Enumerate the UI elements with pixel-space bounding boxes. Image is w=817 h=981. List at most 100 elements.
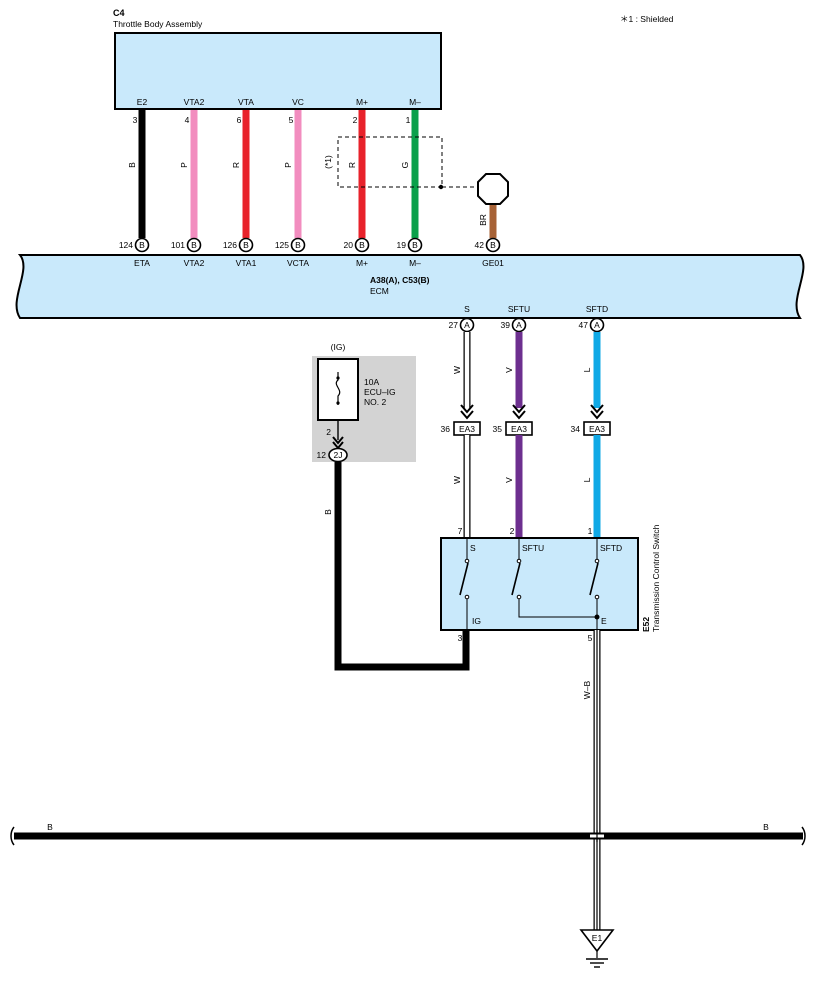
ecm-pin-label: SFTU <box>508 304 530 314</box>
throttle-pin-label: VTA <box>238 97 254 107</box>
ground-triangle <box>579 929 615 953</box>
ea3-label: EA3 <box>589 424 605 434</box>
switch-contact <box>589 562 599 596</box>
ground-wire-label: W–B <box>582 680 592 699</box>
ecm-connector <box>511 317 527 333</box>
throttle-pin-label: M– <box>409 97 421 107</box>
ecm-pin-label: GE01 <box>482 258 504 268</box>
switch-contact <box>459 562 469 596</box>
shield-dot <box>438 184 444 190</box>
switch-pin-label: S <box>470 543 476 553</box>
ecm-upper-pins: B 124 ETA B 101 VTA2 B 126 VTA1 B 125 VC… <box>119 237 504 268</box>
top-wires <box>138 110 497 238</box>
ecm-connector-letter: A <box>594 320 600 330</box>
throttle-pin-label: VC <box>292 97 304 107</box>
ecm-pin-label: VTA1 <box>236 258 257 268</box>
chevron <box>460 404 474 414</box>
ecm-connector <box>134 237 150 253</box>
ecm-pin-label: ETA <box>134 258 150 268</box>
throttle-name: Throttle Body Assembly <box>113 19 203 29</box>
wire-color-label: G <box>400 162 410 169</box>
throttle-pin-num: 6 <box>237 115 242 125</box>
top-wire-colors: B P R P R G BR <box>127 162 488 226</box>
ecm-connector-letter: B <box>295 240 301 250</box>
ea3-pin-num: 34 <box>571 424 581 434</box>
ecm-connector <box>238 237 254 253</box>
shield-label: (*1) <box>323 155 333 169</box>
wire-color-label: L <box>582 477 592 482</box>
ecm-pin-num: 27 <box>449 320 459 330</box>
ea3-pin-num: 36 <box>441 424 451 434</box>
ecm-connector-letter: A <box>464 320 470 330</box>
wire-color-label: L <box>582 367 592 372</box>
bus-bar: B B <box>10 822 806 846</box>
throttle-pin-num: 3 <box>133 115 138 125</box>
ecm-pin-label: S <box>464 304 470 314</box>
switch-e-label: E <box>601 616 607 626</box>
wire-ig <box>334 462 470 671</box>
ground-label: E1 <box>592 933 603 943</box>
wire-color-label: BR <box>478 214 488 226</box>
throttle-code: C4 <box>113 8 125 18</box>
fuse-box <box>317 358 359 421</box>
chevron <box>590 410 604 420</box>
wire-color-label: W <box>452 476 462 484</box>
throttle-pin-label: VTA2 <box>184 97 205 107</box>
ecm-connector <box>589 317 605 333</box>
ecm-connector-letter: B <box>139 240 145 250</box>
ecm-pin-num: 126 <box>223 240 237 250</box>
ecm-pin-num: 125 <box>275 240 289 250</box>
ecm-connector-letter: B <box>359 240 365 250</box>
switch-pin-num: 1 <box>588 526 593 536</box>
switch-pin-label: SFTU <box>522 543 544 553</box>
ecm-connector-letter: A <box>516 320 522 330</box>
throttle-pin-num: 2 <box>353 115 358 125</box>
ground-e1: E1 <box>579 929 615 968</box>
wire-color-label: V <box>504 477 514 483</box>
shield: (*1) <box>323 136 509 205</box>
fuse-connector <box>328 447 348 463</box>
ecm-pin-label: SFTD <box>586 304 608 314</box>
ecm-connector-letter: B <box>243 240 249 250</box>
fuse-connector-num: 12 <box>317 450 327 460</box>
ecm-code: A38(A), C53(B) <box>370 275 430 285</box>
wire-color-label: R <box>347 162 357 168</box>
wire-color-label: P <box>283 162 293 168</box>
fuse-rating: 10A <box>364 377 379 387</box>
switch-code: E52 <box>641 617 651 632</box>
chevron <box>460 410 474 420</box>
throttle-pin-label: E2 <box>137 97 148 107</box>
lower-wires-upper: W V L <box>452 332 604 420</box>
ecm-connector-letter: B <box>412 240 418 250</box>
ecm-pin-num: 47 <box>579 320 589 330</box>
chevron <box>512 410 526 420</box>
throttle-pin-label: M+ <box>356 97 368 107</box>
switch-contact <box>511 562 521 596</box>
chevron <box>590 404 604 414</box>
switch-ig-num: 3 <box>458 633 463 643</box>
ecm-pin-num: 19 <box>397 240 407 250</box>
throttle-pin-num: 1 <box>406 115 411 125</box>
ea3-label: EA3 <box>459 424 475 434</box>
lower-wires-lower: W V L <box>452 435 601 538</box>
ecm-pin-label: VCTA <box>287 258 309 268</box>
throttle-pin-num: 5 <box>289 115 294 125</box>
wire-color-label: V <box>504 367 514 373</box>
fuse-element <box>335 372 341 405</box>
switch-name: Transmission Control Switch <box>651 524 661 632</box>
shield-ground-octagon <box>477 173 509 205</box>
switch-pin-num: 7 <box>458 526 463 536</box>
fuse-name: ECU–IG <box>364 387 396 397</box>
wire-color-label: W <box>452 366 462 374</box>
wire-color-label: R <box>231 162 241 168</box>
ecm-connector <box>186 237 202 253</box>
ecm-connector <box>290 237 306 253</box>
fuse-number: NO. 2 <box>364 397 386 407</box>
switch-ig-label: IG <box>472 616 481 626</box>
ecm-pin-num: 101 <box>171 240 185 250</box>
ecm-connector <box>354 237 370 253</box>
ecm-name: ECM <box>370 286 389 296</box>
ea3-pin-num: 35 <box>493 424 503 434</box>
ecm-pin-num: 39 <box>501 320 511 330</box>
